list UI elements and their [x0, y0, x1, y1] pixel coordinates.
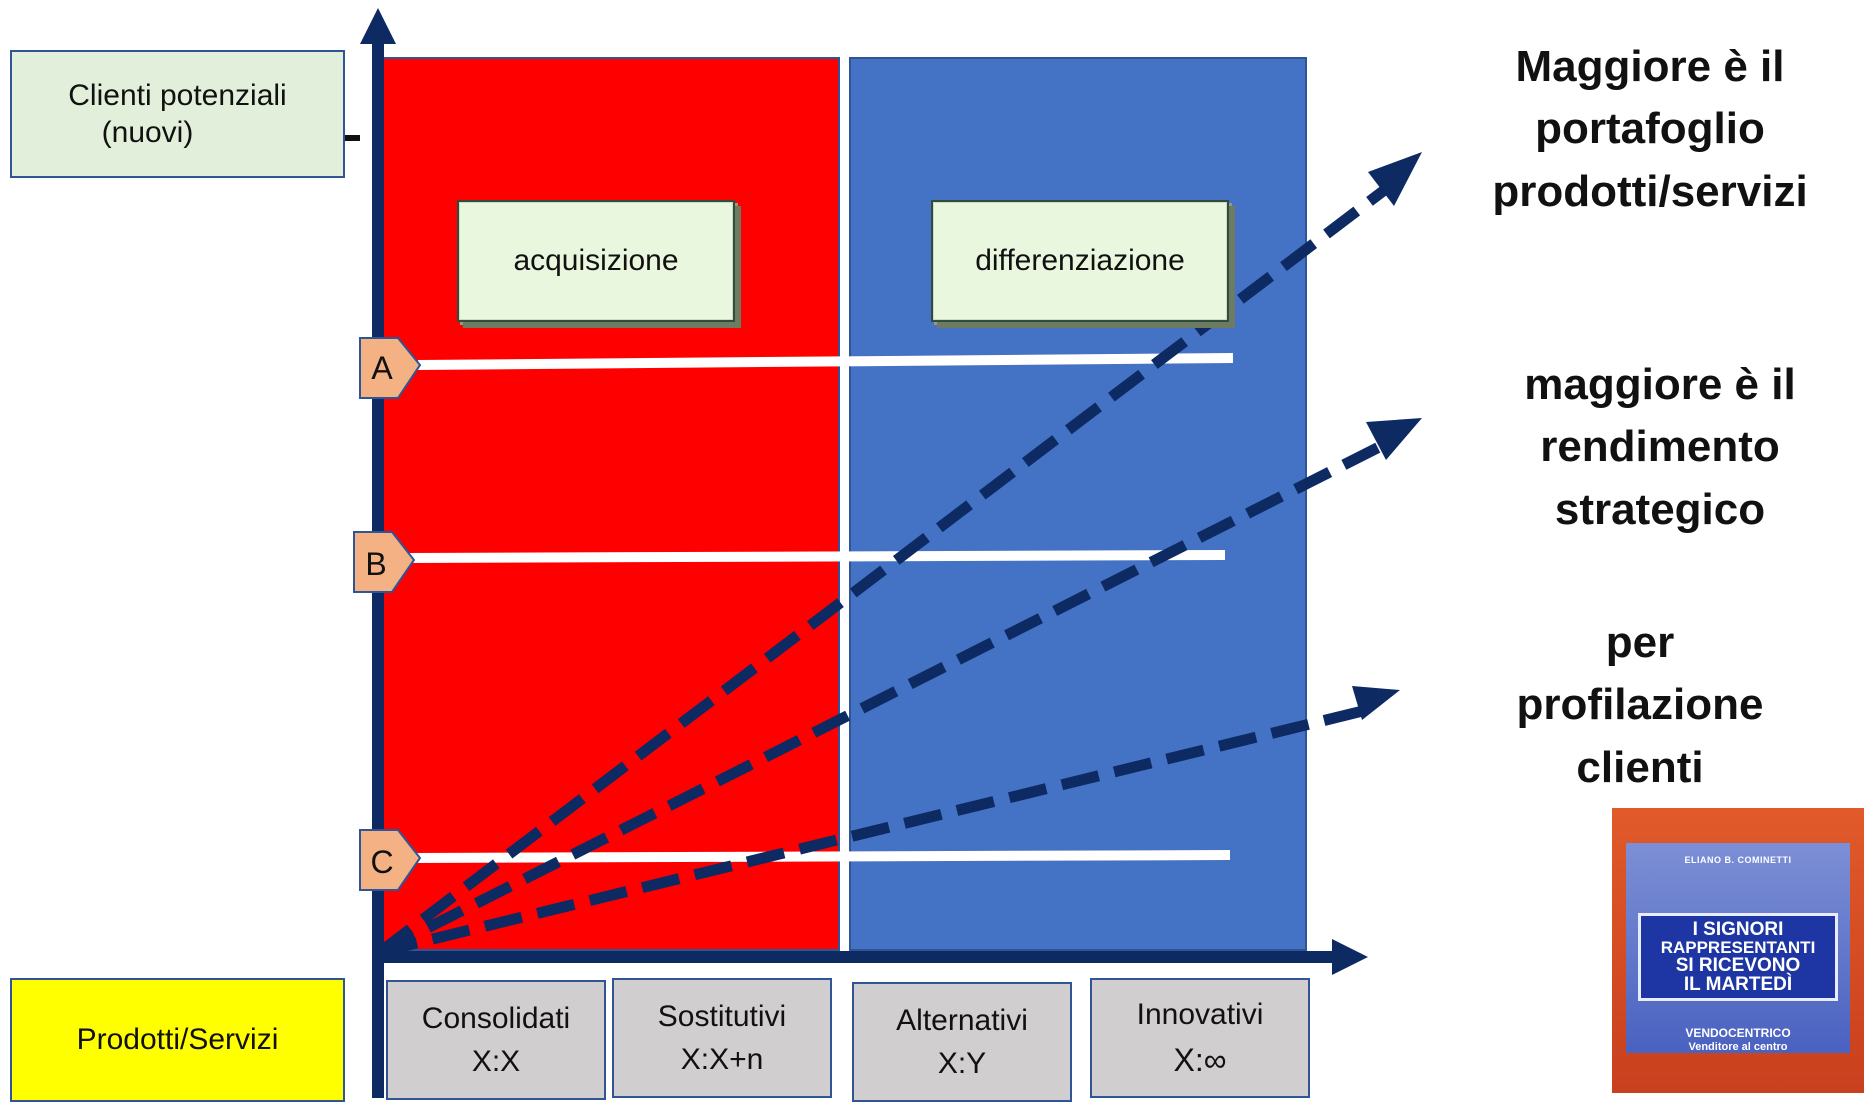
book-cover-panel: ELIANO B. COMINETTI I SIGNORI RAPPRESENT…: [1626, 843, 1850, 1053]
category-ratio: X:Y: [937, 1047, 987, 1080]
book-title-line: SI RICEVONO: [1675, 955, 1801, 976]
category-innovativi: Innovativi X:∞: [1090, 978, 1310, 1098]
category-name: Alternativi: [896, 1003, 1028, 1037]
level-line-c: [412, 850, 1231, 863]
zone-label-differenziazione-text: differenziazione: [975, 244, 1185, 277]
y-axis-arrowhead: [360, 8, 396, 44]
book-title-box: I SIGNORI RAPPRESENTANTI SI RICEVONO IL …: [1638, 913, 1838, 1001]
zone-label-acquisizione: acquisizione: [457, 200, 735, 322]
level-marker-a-label: A: [371, 350, 393, 386]
annotation-line: rendimento: [1540, 422, 1780, 472]
category-ratio: X:X: [471, 1045, 521, 1078]
category-sostitutivi: Sostitutivi X:X+n: [612, 978, 832, 1098]
x-axis-label-text: Prodotti/Servizi: [76, 1023, 279, 1056]
book-subtitle: VENDOCENTRICO: [1685, 1026, 1791, 1040]
y-axis-label-line2: (nuovi): [101, 116, 194, 149]
annotation-line: Maggiore è il: [1515, 42, 1785, 91]
category-name: Consolidati: [421, 1001, 571, 1035]
level-marker-c-label: C: [370, 844, 393, 880]
zone-label-differenziazione: differenziazione: [931, 200, 1229, 322]
category-name: Innovativi: [1136, 998, 1264, 1032]
annotation-line: per: [1605, 618, 1675, 667]
annotation-line: profilazione: [1516, 680, 1764, 730]
annotation-portafoglio: Maggiore è il portafoglio prodotti/servi…: [1440, 36, 1860, 223]
level-marker-c: C: [359, 829, 422, 891]
category-alternativi: Alternativi X:Y: [852, 982, 1072, 1102]
annotation-line: strategico: [1554, 484, 1766, 534]
annotation-line: portafoglio: [1535, 104, 1765, 154]
level-line-b: [407, 550, 1226, 563]
level-marker-a: A: [359, 337, 422, 399]
zone-acquisizione: [382, 57, 840, 951]
annotation-line: clienti: [1576, 742, 1704, 792]
annotation-rendimento: maggiore è il rendimento strategico: [1450, 354, 1866, 541]
level-marker-b: B: [353, 531, 416, 593]
level-marker-b-label: B: [365, 546, 386, 582]
y-axis-label-box: Clienti potenziali (nuovi): [10, 50, 345, 178]
y-axis-label-line1: Clienti potenziali: [68, 78, 287, 112]
category-consolidati: Consolidati X:X: [386, 980, 606, 1100]
book-author: ELIANO B. COMINETTI: [1684, 855, 1792, 865]
zone-label-acquisizione-text: acquisizione: [513, 244, 679, 277]
annotation-line: maggiore è il: [1524, 360, 1796, 409]
annotation-profilazione: per profilazione clienti: [1430, 612, 1850, 799]
arrowhead-portafoglio: [1368, 152, 1422, 206]
category-ratio: X:∞: [1173, 1041, 1227, 1078]
x-axis-label-box: Prodotti/Servizi: [10, 978, 345, 1102]
book-title-line: IL MARTEDÌ: [1683, 974, 1793, 995]
dashed-arrow-profilazione: [378, 702, 1377, 958]
arrowhead-profilazione: [1352, 686, 1400, 720]
book-title-line: RAPPRESENTANTI: [1660, 938, 1816, 957]
dashed-arrow-rendimento: [377, 435, 1396, 957]
category-ratio: X:X+n: [680, 1043, 764, 1076]
book-title-line: I SIGNORI: [1692, 919, 1784, 940]
level-line-a: [417, 353, 1234, 370]
book-cover-image: ELIANO B. COMINETTI I SIGNORI RAPPRESENT…: [1612, 808, 1864, 1093]
category-name: Sostitutivi: [657, 999, 787, 1033]
x-axis-arrowhead: [1332, 939, 1368, 975]
book-subtitle-2: Venditore al centro: [1688, 1041, 1788, 1053]
annotation-line: prodotti/servizi: [1492, 166, 1808, 216]
arrowhead-rendimento: [1366, 418, 1422, 460]
